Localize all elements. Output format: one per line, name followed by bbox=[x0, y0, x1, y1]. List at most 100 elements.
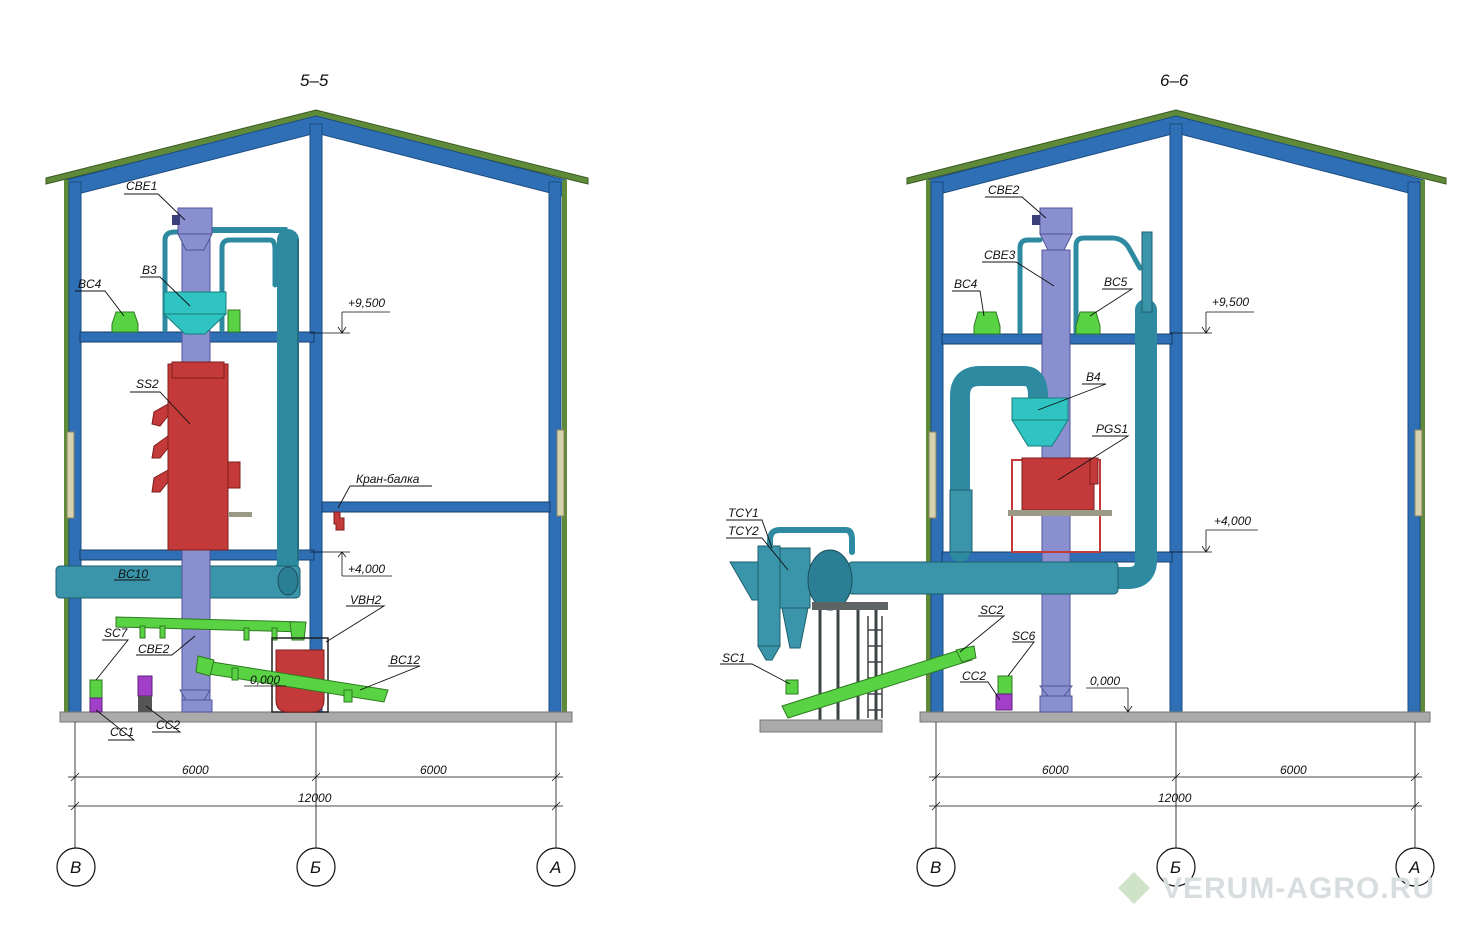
top-pipe-2 bbox=[162, 229, 185, 333]
tcy1-cone bbox=[757, 645, 781, 661]
dryer-support bbox=[812, 602, 888, 610]
ss2-body bbox=[167, 363, 229, 551]
cbe2-box bbox=[1032, 215, 1040, 225]
axis-b: B bbox=[930, 858, 941, 877]
label-tcy1: TCY1 bbox=[728, 506, 759, 520]
cbe2-base bbox=[181, 699, 213, 713]
label-b3: B3 bbox=[142, 263, 157, 277]
bc12-support-1 bbox=[343, 689, 353, 703]
crane-hook bbox=[333, 511, 345, 531]
dim-total: 12000 bbox=[298, 791, 332, 805]
tcy2-box bbox=[779, 547, 811, 609]
labels-5-5: CBE1 B3 BC4 SS2 Кран-балка BC10 SC7 CBE2… bbox=[75, 179, 432, 741]
sc1-unit bbox=[785, 679, 799, 695]
pgs1-body bbox=[1021, 457, 1095, 511]
cyclone-left bbox=[949, 489, 973, 553]
watermark-text: VERUM-AGRO.RU bbox=[1162, 872, 1435, 905]
section-title: 5–5 bbox=[300, 71, 329, 90]
dim-right: 6000 bbox=[1280, 763, 1307, 777]
axis-bubbles-5-5: B Б A bbox=[56, 847, 576, 887]
label-cc2: CC2 bbox=[962, 669, 986, 683]
label-sc1: SC1 bbox=[722, 651, 745, 665]
sc2-head bbox=[955, 645, 977, 663]
cbe2-top bbox=[1039, 207, 1073, 235]
ss2-cap bbox=[171, 361, 225, 379]
top-pipe-3 bbox=[219, 237, 278, 333]
b4-hopper bbox=[1011, 419, 1069, 447]
bc4-fan bbox=[111, 311, 139, 333]
dim-total: 12000 bbox=[1158, 791, 1192, 805]
label-bc10: BC10 bbox=[118, 567, 148, 581]
tcy1-cyclone bbox=[757, 545, 781, 647]
label-tcy2: TCY2 bbox=[728, 524, 759, 538]
top-pipe bbox=[207, 227, 291, 241]
watermark-logo-icon bbox=[1118, 872, 1150, 904]
dimensions-6-6: 6000 6000 12000 bbox=[929, 722, 1422, 850]
bc10-leg-1 bbox=[139, 625, 146, 639]
dryer-top-pipe bbox=[767, 527, 855, 555]
level-mid: +4,000 bbox=[348, 562, 385, 576]
label-crane: Кран-балка bbox=[356, 472, 420, 486]
dryer-drum-end bbox=[807, 549, 853, 611]
level-marks-5-5: +9,500 +4,000 0,000 bbox=[244, 296, 392, 687]
axis-a: A bbox=[549, 858, 561, 877]
axis-be: Б bbox=[1170, 858, 1181, 877]
column-middle bbox=[309, 123, 323, 715]
pgs1-platform bbox=[1008, 510, 1112, 516]
bc10-leg-2 bbox=[159, 625, 166, 639]
bc10-leg-4 bbox=[271, 627, 278, 641]
ss2-spout-1 bbox=[151, 403, 169, 427]
label-ss2: SS2 bbox=[136, 377, 159, 391]
label-pgs1: PGS1 bbox=[1096, 422, 1128, 436]
axis-a: A bbox=[1408, 858, 1420, 877]
ss2-spout-3 bbox=[151, 469, 169, 493]
dimensions-5-5: 6000 6000 12000 bbox=[68, 722, 563, 850]
label-sc6: SC6 bbox=[1012, 629, 1036, 643]
level-mid: +4,000 bbox=[1214, 514, 1251, 528]
axis-b: B bbox=[70, 858, 81, 877]
duct-riser bbox=[869, 299, 1157, 589]
bc12-support-2 bbox=[231, 667, 239, 681]
cc2-pump bbox=[137, 675, 153, 697]
window-right bbox=[1414, 429, 1423, 517]
label-bc5: BC5 bbox=[1104, 275, 1128, 289]
section-title: 6–6 bbox=[1160, 71, 1189, 90]
bc10-end bbox=[289, 621, 307, 641]
label-sc2: SC2 bbox=[980, 603, 1004, 617]
label-cc2: CC2 bbox=[156, 718, 180, 732]
label-bc4: BC4 bbox=[78, 277, 102, 291]
top-pipe bbox=[1017, 237, 1043, 335]
main-horizontal-duct bbox=[847, 561, 1119, 595]
ss2-spout-2 bbox=[151, 435, 169, 459]
level-zero: 0,000 bbox=[1090, 674, 1120, 688]
cc2-pump bbox=[995, 693, 1013, 711]
label-bc12: BC12 bbox=[390, 653, 420, 667]
level-zero: 0,000 bbox=[250, 673, 280, 687]
label-sc7: SC7 bbox=[104, 626, 129, 640]
window-left bbox=[928, 431, 937, 519]
cbe1-box bbox=[172, 215, 180, 225]
column-middle bbox=[1169, 123, 1183, 715]
roof bbox=[45, 109, 589, 185]
ss2-side bbox=[227, 461, 241, 489]
dryer-legs bbox=[818, 610, 878, 720]
bc12-head bbox=[195, 655, 215, 677]
watermark: VERUM-AGRO.RU bbox=[1118, 872, 1435, 905]
b3-hopper bbox=[162, 313, 228, 335]
section-5-5: 5–5 bbox=[45, 71, 589, 887]
label-cbe2: CBE2 bbox=[138, 642, 170, 656]
ground-slab bbox=[919, 711, 1431, 723]
axis-be: Б bbox=[310, 858, 321, 877]
cc1-pump bbox=[89, 697, 103, 713]
labels-6-6: CBE2 CBE3 BC4 BC5 B4 PGS1 TCY1 TCY2 SC1 … bbox=[720, 183, 1134, 701]
riser-top bbox=[1141, 231, 1153, 313]
duct-end bbox=[277, 566, 299, 596]
dim-right: 6000 bbox=[420, 763, 447, 777]
cc2-base bbox=[138, 696, 152, 712]
sc2-conveyor bbox=[781, 647, 973, 719]
crane-beam bbox=[321, 501, 551, 513]
horizontal-duct-bc10 bbox=[55, 565, 301, 599]
label-b4: B4 bbox=[1086, 370, 1101, 384]
section-6-6: 6–6 bbox=[720, 71, 1447, 887]
